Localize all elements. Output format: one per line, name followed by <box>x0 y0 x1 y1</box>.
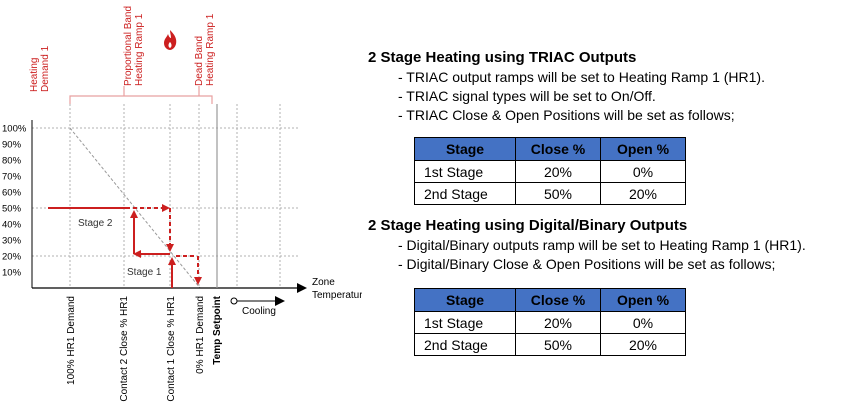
x-marker-label: Temp Setpoint <box>212 295 223 364</box>
heating-demand-label: Heating Demand 1 <box>29 45 51 92</box>
table-cell: 0% <box>600 160 686 183</box>
table-row: 2nd Stage 50% 20% <box>414 333 686 356</box>
y-tick-label: 60% <box>2 188 22 199</box>
x-marker-label: 0% HR1 Demand <box>195 296 206 374</box>
table-cell: 2nd Stage <box>414 333 516 356</box>
proportional-band-line1: Proportional Band <box>123 6 134 86</box>
table-cell: 20% <box>515 160 601 183</box>
header-open: Open % <box>600 137 686 161</box>
y-tick-labels: 100% 90% 80% 70% 60% 50% 40% 30% 20% 10% <box>2 124 27 279</box>
table-cell: 20% <box>515 311 601 334</box>
table-cell: 1st Stage <box>414 311 516 334</box>
header-stage: Stage <box>414 288 516 312</box>
y-tick-label: 70% <box>2 172 22 183</box>
section1-bullet: - TRIAC signal types will be set to On/O… <box>398 88 656 104</box>
section2-bullet: - Digital/Binary outputs ramp will be se… <box>398 237 806 253</box>
table-cell: 20% <box>600 333 686 356</box>
section1-bullet: - TRIAC Close & Open Positions will be s… <box>398 107 735 123</box>
y-tick-label: 90% <box>2 140 22 151</box>
table-cell: 50% <box>515 182 601 205</box>
cooling-circle-icon <box>230 297 238 305</box>
proportional-band-line2: Heating Ramp 1 <box>134 13 145 86</box>
table-cell: 1st Stage <box>414 160 516 183</box>
x-marker-label: Contact 1 Close % HR1 <box>166 296 177 402</box>
x-axis-label-line1: Zone <box>312 277 335 288</box>
section2-title: 2 Stage Heating using Digital/Binary Out… <box>368 217 688 234</box>
section2-bullet: - Digital/Binary Close & Open Positions … <box>398 256 776 272</box>
y-tick-label: 30% <box>2 236 22 247</box>
table-row: 2nd Stage 50% 20% <box>414 182 686 205</box>
stage1-label: Stage 1 <box>127 267 162 278</box>
heating-ramp-diagram: Heating Demand 1 Proportional Band Heati… <box>2 6 362 402</box>
flame-icon <box>164 30 177 50</box>
header-close: Close % <box>515 288 601 312</box>
grid-lines <box>32 104 300 288</box>
section1-bullet: - TRIAC output ramps will be set to Heat… <box>398 69 765 85</box>
stage2-label: Stage 2 <box>78 218 113 229</box>
x-marker-labels: 100% HR1 Demand Contact 2 Close % HR1 Cont… <box>66 295 223 401</box>
stage2-path <box>48 204 174 258</box>
dead-band-line1: Dead Band <box>194 36 205 86</box>
table-cell: 50% <box>515 333 601 356</box>
x-marker-label: Contact 2 Close % HR1 <box>119 296 130 402</box>
triac-stage-table: Stage Close % Open % 1st Stage 20% 0% 2n… <box>414 137 686 205</box>
dead-band-line2: Heating Ramp 1 <box>205 13 216 86</box>
header-stage: Stage <box>414 137 516 161</box>
heating-ramp-line <box>69 127 201 289</box>
cooling-label: Cooling <box>242 306 276 317</box>
table-row: 1st Stage 20% 0% <box>414 160 686 183</box>
table-cell: 2nd Stage <box>414 182 516 205</box>
heating-demand-line1: Heating <box>29 58 40 92</box>
y-tick-label: 20% <box>2 252 22 263</box>
y-tick-label: 10% <box>2 268 22 279</box>
band-bracket <box>69 86 213 104</box>
table-row: 1st Stage 20% 0% <box>414 311 686 334</box>
table-header-row: Stage Close % Open % <box>414 137 686 161</box>
dead-band-label: Dead Band Heating Ramp 1 <box>194 13 216 86</box>
header-open: Open % <box>600 288 686 312</box>
proportional-band-label: Proportional Band Heating Ramp 1 <box>123 6 145 86</box>
x-marker-label: 100% HR1 Demand <box>66 296 77 385</box>
y-tick-label: 80% <box>2 156 22 167</box>
header-close: Close % <box>515 137 601 161</box>
x-axis-label-line2: Temperature <box>312 290 362 301</box>
table-cell: 20% <box>600 182 686 205</box>
digital-stage-table: Stage Close % Open % 1st Stage 20% 0% 2n… <box>414 288 686 356</box>
right-panel: 2 Stage Heating using TRIAC Outputs - TR… <box>368 48 864 356</box>
table-header-row: Stage Close % Open % <box>414 288 686 312</box>
heating-demand-line2: Demand 1 <box>40 45 51 92</box>
section1-title: 2 Stage Heating using TRIAC Outputs <box>368 49 637 66</box>
table-cell: 0% <box>600 311 686 334</box>
y-tick-label: 100% <box>2 124 27 135</box>
stage1-path <box>168 255 202 288</box>
y-tick-label: 50% <box>2 204 22 215</box>
y-tick-label: 40% <box>2 220 22 231</box>
